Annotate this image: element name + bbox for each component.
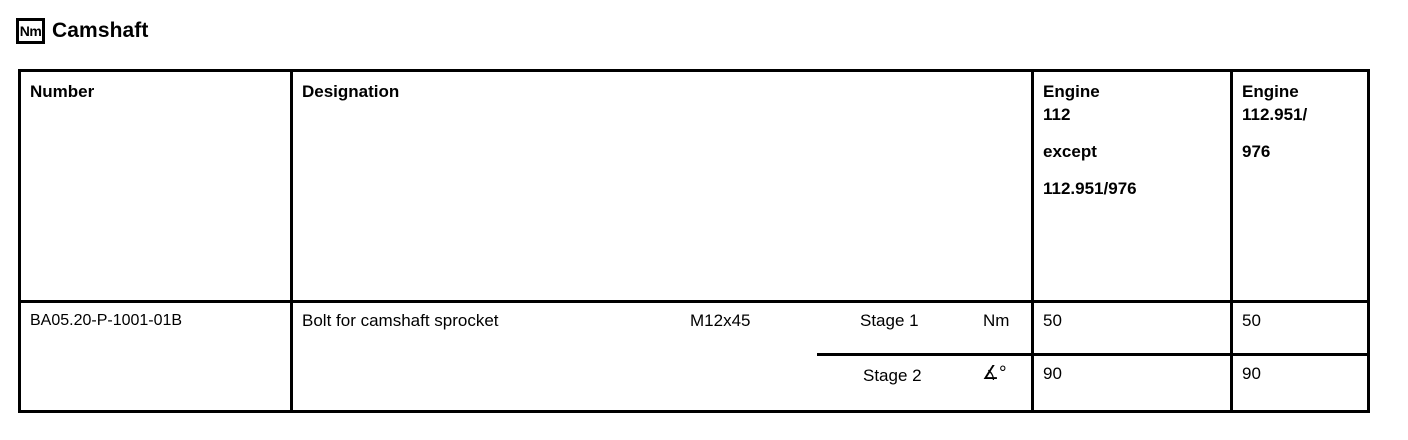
designation-text: Bolt for camshaft sprocket: [302, 311, 499, 330]
header-spacer: [1043, 126, 1221, 140]
header-cell-engine-112: Engine 112 except 112.951/976: [1034, 72, 1233, 300]
stage-1-value-engine-112: 50: [1043, 311, 1062, 330]
engine-112-line3: except: [1043, 142, 1097, 161]
engine-112-line2: 112: [1043, 105, 1071, 124]
nm-unit-icon: Nm: [16, 18, 45, 44]
cell-number: BA05.20-P-1001-01B: [21, 303, 293, 413]
engine-112-line1: Engine: [1043, 82, 1100, 101]
page-title-bar: Nm Camshaft: [16, 16, 149, 46]
header-cell-designation: Designation: [293, 72, 1034, 300]
bolt-size: M12x45: [690, 311, 751, 330]
stage-separator: [1233, 353, 1367, 356]
torque-spec-table: Number Designation Engine 112 except 112…: [18, 69, 1370, 413]
header-spacer: [1043, 163, 1221, 177]
header-cell-engine-112951: Engine 112.951/ 976: [1233, 72, 1367, 300]
engine-112951-line2: 112.951/: [1242, 105, 1308, 124]
engine-112-line4: 112.951/976: [1043, 179, 1137, 198]
table-row: BA05.20-P-1001-01B Bolt for camshaft spr…: [21, 303, 1367, 413]
stage-separator: [1034, 353, 1230, 356]
table-header-row: Number Designation Engine 112 except 112…: [21, 72, 1367, 303]
stage-2-label: Stage 2: [863, 366, 922, 385]
engine-112951-line1: Engine: [1242, 82, 1299, 101]
stage-2-value-engine-112: 90: [1043, 364, 1062, 383]
stage-row-2: Stage 2 ∡°: [817, 353, 1034, 403]
stage-1-value-engine-112951: 50: [1242, 311, 1261, 330]
stage-2-unit-angle-degree: ∡°: [982, 363, 1007, 384]
spec-number: BA05.20-P-1001-01B: [30, 312, 183, 329]
engine-112951-line3: 976: [1242, 142, 1271, 161]
cell-engine-112-values: 50 90: [1034, 303, 1233, 413]
stage-1-label: Stage 1: [860, 311, 919, 330]
stage-2-value-engine-112951: 90: [1242, 364, 1261, 383]
cell-designation: Bolt for camshaft sprocket M12x45 Stage …: [293, 303, 1034, 413]
column-header-number: Number: [30, 82, 95, 101]
column-header-designation: Designation: [302, 82, 400, 101]
stage-row-1: Bolt for camshaft sprocket M12x45 Stage …: [293, 303, 1031, 353]
header-cell-number: Number: [21, 72, 293, 300]
stage-1-unit: Nm: [983, 311, 1010, 330]
header-spacer: [1242, 126, 1358, 140]
cell-engine-112951-values: 50 90: [1233, 303, 1367, 413]
stage-block: Bolt for camshaft sprocket M12x45 Stage …: [293, 303, 1034, 413]
page-title: Camshaft: [52, 19, 149, 42]
